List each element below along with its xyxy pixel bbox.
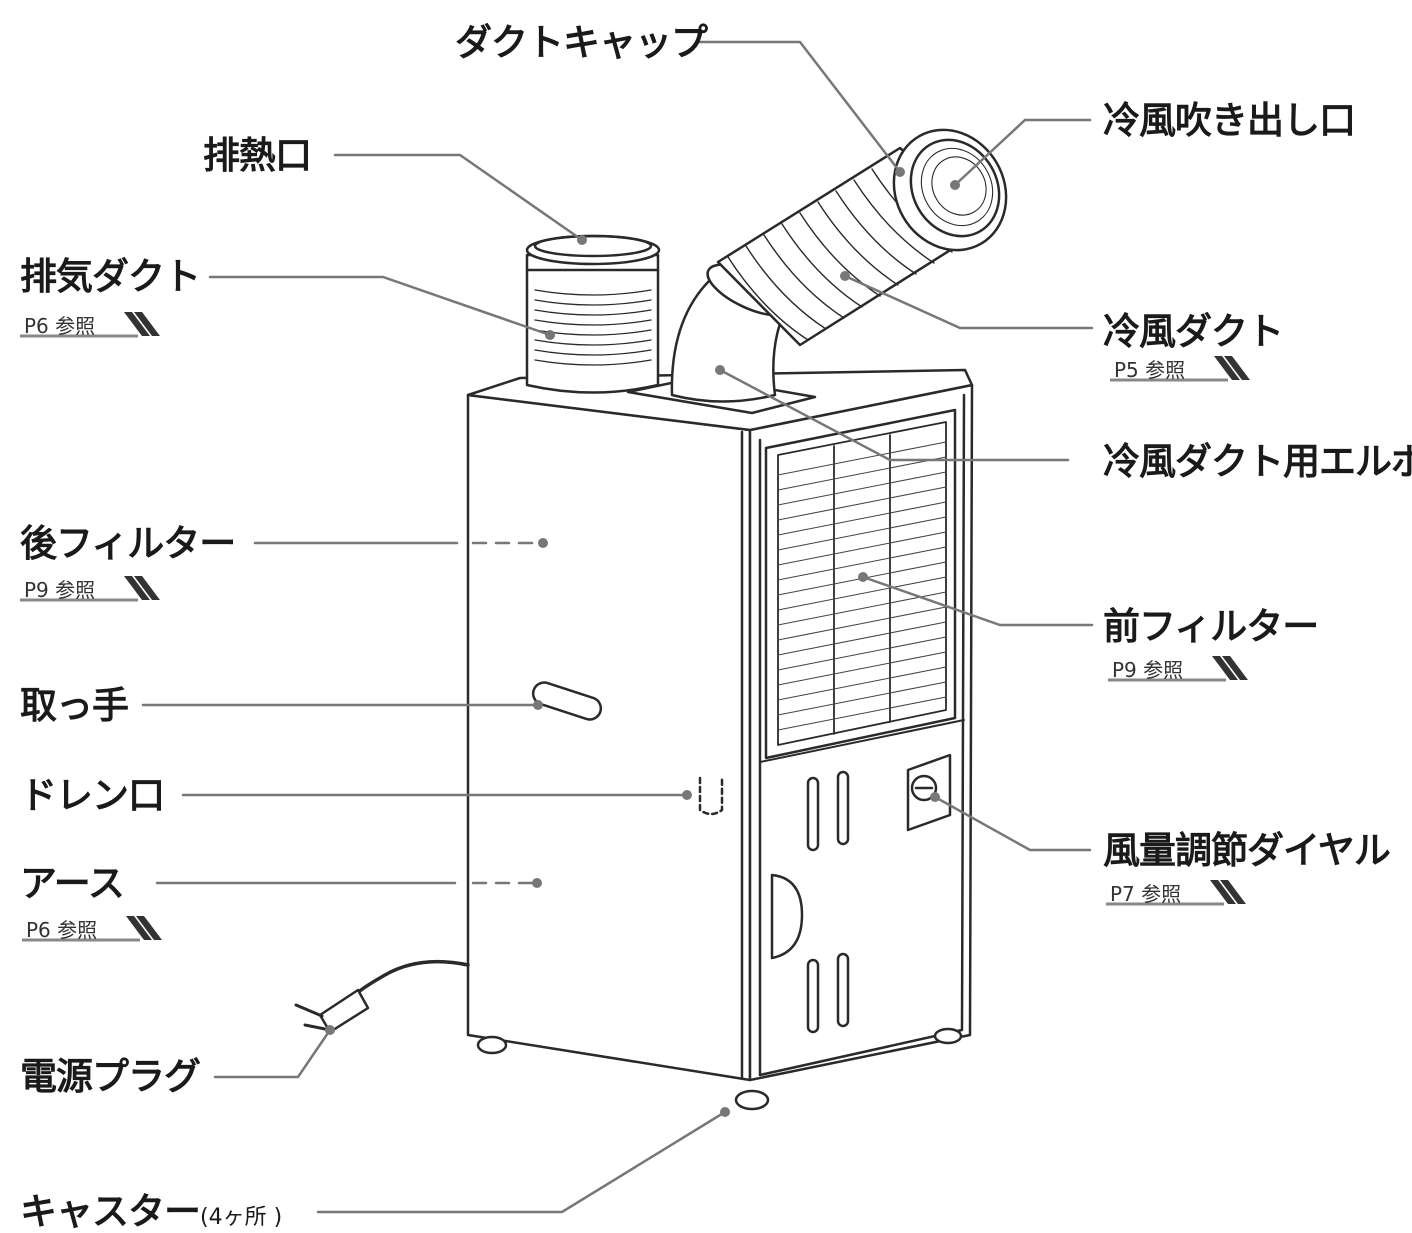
leader-cold-air-outlet	[953, 118, 1092, 187]
ref-rear-filter: P9 参照	[20, 572, 160, 602]
leader-exhaust-duct	[208, 275, 552, 337]
side-handle	[531, 681, 603, 721]
vent-slot	[836, 770, 850, 846]
leader-exhaust-port	[333, 153, 584, 242]
vent-slot	[836, 952, 850, 1028]
label-duct-cap: ダクトキャップ	[455, 21, 708, 64]
label-front-filter: 前フィルター	[1103, 605, 1319, 648]
power-cord	[353, 959, 470, 997]
label-cold-air-outlet: 冷風吹き出し口	[1103, 99, 1356, 142]
leader-cold-air-duct	[843, 274, 1094, 330]
leader-plug	[213, 1028, 332, 1079]
ref-dial: P7 参照	[1106, 876, 1246, 906]
front-handle-recess	[770, 873, 804, 960]
vent-slot	[806, 958, 820, 1034]
caster-wheel	[933, 1027, 963, 1045]
front-filter-frame	[764, 408, 957, 760]
label-handle: 取っ手	[20, 684, 129, 727]
caster-note: (4ヶ所 )	[200, 1205, 283, 1230]
leader-front-filter	[861, 575, 1094, 627]
ref-dial-text: P7 参照	[1110, 882, 1182, 906]
ref-front-filter: P9 参照	[1108, 652, 1248, 682]
label-rear-filter: 後フィルター	[20, 522, 236, 565]
ref-earth: P6 参照	[22, 912, 162, 942]
ref-earth-text: P6 参照	[26, 918, 98, 942]
caster-wheel	[476, 1035, 508, 1055]
cold-air-outlet	[909, 138, 1001, 238]
label-caster: キャスター(4ヶ所 )	[20, 1193, 282, 1230]
leader-duct-cap	[698, 40, 902, 174]
leader-elbow	[718, 368, 1070, 462]
caster-wheel	[734, 1089, 770, 1111]
caster-text: キャスター	[20, 1190, 201, 1233]
label-earth: アース	[20, 862, 125, 905]
label-dial: 風量調節ダイヤル	[1103, 829, 1391, 872]
ref-rear-filter-text: P9 参照	[24, 578, 96, 602]
label-exhaust-port: 排熱口	[203, 134, 312, 177]
ref-exhaust-duct-text: P6 参照	[24, 314, 96, 338]
exhaust-duct-body	[525, 253, 660, 394]
power-plug	[318, 988, 370, 1034]
ref-front-filter-text: P9 参照	[1112, 658, 1184, 682]
label-elbow: 冷風ダクト用エルボ	[1103, 440, 1412, 483]
ref-exhaust-duct: P6 参照	[20, 308, 160, 338]
cabinet-side-panel	[466, 393, 752, 1082]
drain-port	[698, 776, 724, 816]
label-cold-air-duct: 冷風ダクト	[1103, 310, 1284, 353]
label-exhaust-duct: 排気ダクト	[20, 255, 201, 298]
ref-cold-air-duct: P5 参照	[1110, 352, 1250, 382]
label-drain: ドレン口	[20, 774, 165, 817]
leader-caster	[316, 1110, 727, 1214]
label-plug: 電源プラグ	[20, 1055, 201, 1098]
vent-slot	[806, 776, 820, 852]
ref-cold-air-duct-text: P5 参照	[1114, 358, 1186, 382]
leader-dial	[933, 795, 1092, 852]
